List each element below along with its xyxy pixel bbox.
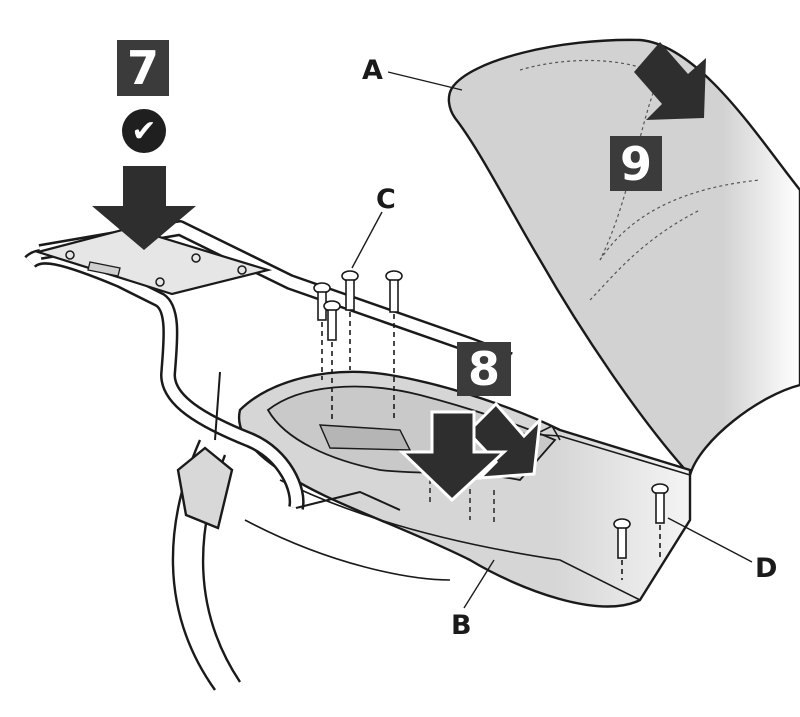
callout-d: D	[755, 553, 778, 584]
step-7-badge: 7	[117, 40, 169, 96]
callout-a: A	[362, 55, 383, 86]
arrow-step-8	[398, 401, 542, 503]
screw-c-3	[313, 282, 331, 380]
callout-c: C	[376, 184, 396, 215]
seat-cushion	[447, 38, 800, 478]
screw-c-1	[341, 270, 359, 370]
screws-c	[313, 270, 403, 420]
screw-c-4	[323, 300, 341, 420]
leader-lines	[351, 71, 753, 609]
scooter-body	[171, 439, 451, 691]
screw-d-1	[651, 483, 669, 560]
screw-d-2	[613, 518, 631, 580]
rack-plate	[34, 226, 273, 296]
step-8-badge: 8	[457, 342, 511, 396]
checkmark-icon: ✔	[122, 109, 166, 153]
alignment-lines	[429, 470, 495, 525]
screw-c-2	[385, 270, 403, 420]
step-9-badge: 9	[610, 136, 662, 191]
screws-d	[613, 483, 669, 580]
arrow-step-9	[634, 42, 706, 120]
callout-b: B	[451, 610, 472, 641]
arrow-step-7	[92, 166, 196, 250]
